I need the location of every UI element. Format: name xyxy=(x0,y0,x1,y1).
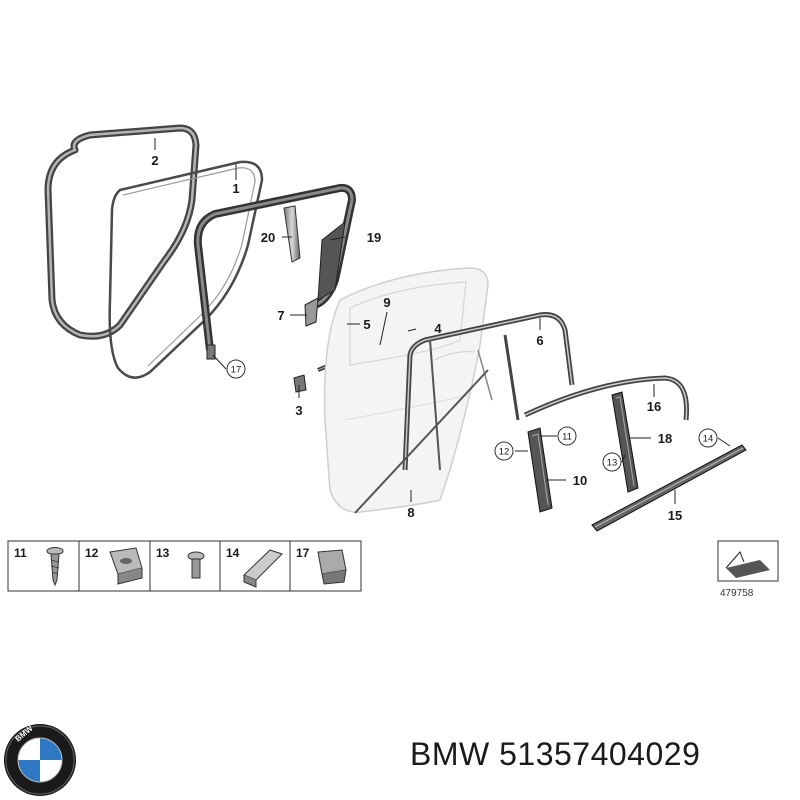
circle-label-part-13: 13 xyxy=(607,458,618,469)
part-8-lower-strip xyxy=(354,369,489,514)
table-cell-14: 14 xyxy=(226,546,240,560)
table-cell-12: 12 xyxy=(85,546,99,560)
label-part-1: 1 xyxy=(232,181,239,196)
part-1-inner-seal xyxy=(108,160,264,379)
circle-label-part-14: 14 xyxy=(703,434,714,445)
clip-nut-icon xyxy=(109,547,143,585)
part-2-door-seal xyxy=(44,124,200,340)
circle-label-part-11: 11 xyxy=(562,432,572,443)
table-cell-17: 17 xyxy=(296,546,310,560)
reference-icon xyxy=(717,540,779,582)
label-part-4: 4 xyxy=(434,321,442,336)
label-part-8: 8 xyxy=(407,505,414,520)
label-part-15: 15 xyxy=(668,508,682,523)
bolt-icon xyxy=(187,551,205,579)
spring-nut-icon xyxy=(317,549,347,585)
part-18-pillar-trim xyxy=(611,391,639,493)
brand-name: BMW xyxy=(410,736,490,772)
part-number-title: BMW 51357404029 xyxy=(410,736,700,773)
label-part-9: 9 xyxy=(383,295,390,310)
label-part-18: 18 xyxy=(658,431,672,446)
label-part-20: 20 xyxy=(261,230,275,245)
circle-label-part-17: 17 xyxy=(231,365,242,376)
table-cell-11: 11 xyxy=(14,546,27,560)
fastener-table: 11 12 13 14 17 xyxy=(7,540,362,592)
label-part-6: 6 xyxy=(536,333,543,348)
label-part-5: 5 xyxy=(363,317,370,332)
label-part-3: 3 xyxy=(295,403,302,418)
part-16-belt-moulding xyxy=(523,375,690,421)
label-part-10: 10 xyxy=(573,473,587,488)
label-part-7: 7 xyxy=(277,308,284,323)
part-10-pillar-trim xyxy=(527,427,553,513)
label-part-19: 19 xyxy=(367,230,381,245)
part-20-trim-strip xyxy=(283,205,301,263)
edge-clip-icon xyxy=(243,549,283,588)
label-part-2: 2 xyxy=(151,153,158,168)
part-7-bracket xyxy=(304,297,319,327)
table-cell-13: 13 xyxy=(156,546,170,560)
part-number: 51357404029 xyxy=(499,736,701,772)
bmw-logo-icon: BMW xyxy=(4,723,76,796)
label-part-16: 16 xyxy=(647,399,661,414)
circle-label-part-12: 12 xyxy=(499,447,510,458)
screw-icon xyxy=(46,547,64,587)
part-3-bracket xyxy=(293,374,307,393)
diagram-ref-number: 479758 xyxy=(720,588,754,599)
